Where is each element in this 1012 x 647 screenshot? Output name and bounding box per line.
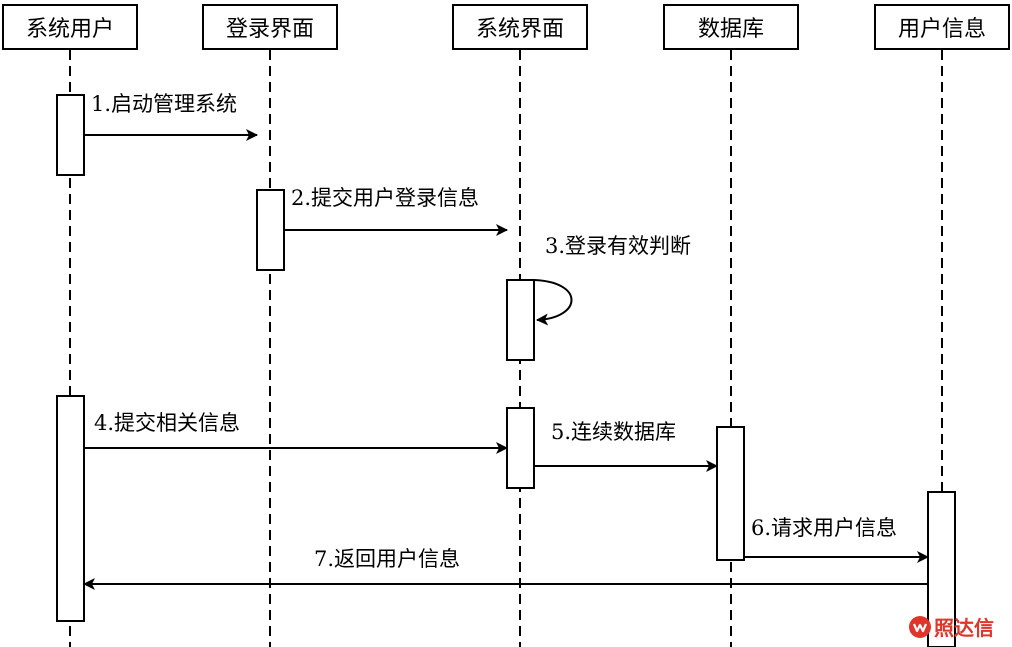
watermark-logo-icon [909,615,931,638]
message-label-7: 7.返回用户信息 [314,547,461,571]
activation-user-info [927,491,956,647]
actor-system-ui: 系统界面 [452,4,588,50]
activation-database [716,426,745,561]
activation-system-user-1 [56,94,85,176]
message-label-2: 2.提交用户登录信息 [291,186,480,210]
message-label-1: 1.启动管理系统 [91,92,238,116]
actor-user-info: 用户信息 [874,4,1010,50]
actor-database: 数据库 [663,4,799,50]
activation-system-ui-2 [506,407,535,489]
message-label-6: 6.请求用户信息 [751,516,898,540]
actor-system-user: 系统用户 [2,4,138,50]
message-label-5: 5.连续数据库 [551,420,677,444]
activation-system-ui-1 [506,279,535,361]
message-label-3: 3.登录有效判断 [545,234,692,258]
arrow-m3-self [533,279,573,326]
watermark: 照达信 [908,612,994,641]
watermark-text: 照达信 [934,616,994,640]
activation-system-user-2 [56,395,85,622]
actor-login-ui: 登录界面 [202,4,338,50]
activation-login-ui [256,189,285,271]
message-label-4: 4.提交相关信息 [94,411,241,435]
